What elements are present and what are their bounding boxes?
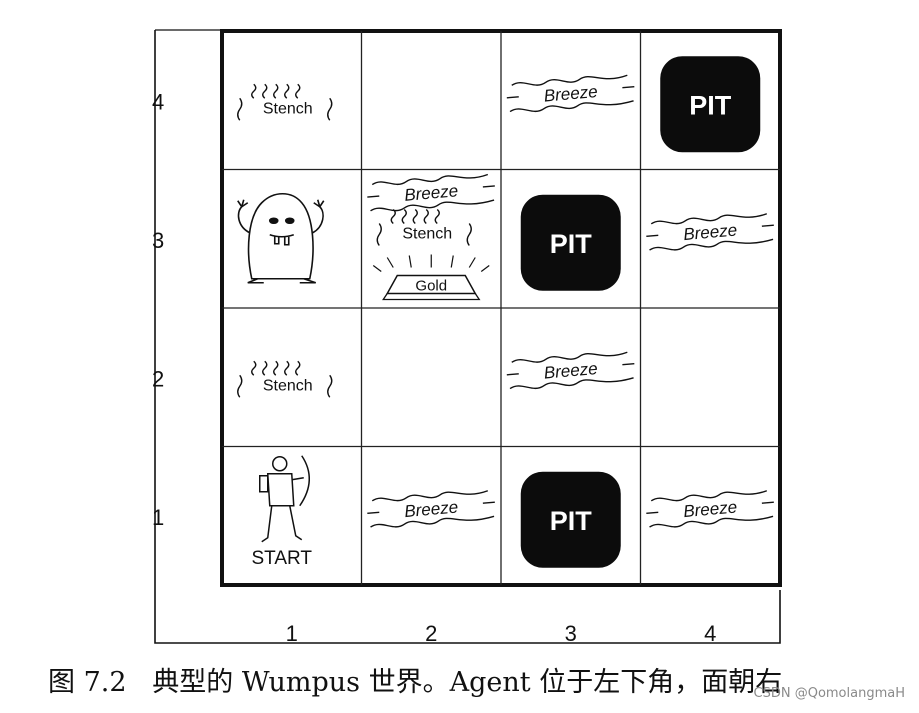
stench-label: Stench bbox=[263, 377, 313, 394]
wumpus-right-arm bbox=[313, 200, 324, 233]
stench-wave bbox=[413, 210, 417, 224]
gold-shine bbox=[469, 258, 475, 268]
stench-wave bbox=[435, 210, 439, 224]
cell-3-2: Breeze bbox=[506, 350, 636, 391]
row-label: 3 bbox=[152, 228, 164, 253]
breeze-percept: Breeze bbox=[366, 488, 496, 529]
stench-percept: Stench bbox=[238, 361, 332, 397]
stench-wave bbox=[424, 210, 428, 224]
wumpus-eye bbox=[286, 218, 294, 223]
column-label: 4 bbox=[704, 621, 716, 646]
cell-1-4: Stench bbox=[238, 84, 332, 120]
stench-wave bbox=[285, 361, 289, 375]
gold-label: Gold bbox=[415, 278, 447, 295]
stench-wave bbox=[377, 224, 381, 246]
start-label: START bbox=[251, 548, 312, 569]
pit-icon: PIT bbox=[521, 195, 621, 291]
gold-shine bbox=[481, 266, 489, 272]
cell-3-1: PIT bbox=[521, 472, 621, 568]
agent-bow bbox=[300, 456, 310, 506]
row-label: 1 bbox=[152, 505, 164, 530]
breeze-label: Breeze bbox=[404, 497, 459, 521]
gold-shine bbox=[409, 256, 411, 268]
stench-wave bbox=[296, 84, 300, 98]
column-label: 1 bbox=[286, 621, 298, 646]
wumpus-icon bbox=[238, 194, 324, 283]
cell-4-1: Breeze bbox=[645, 488, 775, 529]
gold-icon: Gold bbox=[373, 255, 489, 300]
stench-wave bbox=[328, 98, 332, 120]
cell-2-1: Breeze bbox=[366, 488, 496, 529]
breeze-percept: Breeze bbox=[645, 211, 775, 252]
pit-icon: PIT bbox=[521, 472, 621, 568]
stench-wave bbox=[263, 84, 267, 98]
cell-4-4: PIT bbox=[660, 56, 760, 152]
stench-wave bbox=[402, 210, 406, 224]
wumpus-eye bbox=[270, 218, 278, 223]
stench-wave bbox=[391, 210, 395, 224]
row-labels: 4 3 2 1 bbox=[152, 89, 164, 530]
row-label: 2 bbox=[152, 366, 164, 391]
caption-text: 典型的 Wumpus 世界。Agent 位于左下角，面朝右 bbox=[152, 667, 782, 698]
stench-wave bbox=[467, 224, 471, 246]
gold-shine bbox=[387, 258, 393, 268]
pit-icon: PIT bbox=[660, 56, 760, 152]
agent-legs bbox=[262, 506, 302, 542]
stench-wave bbox=[238, 98, 242, 120]
breeze-label: Breeze bbox=[683, 497, 738, 521]
stench-wave bbox=[263, 361, 267, 375]
gold-shine bbox=[373, 266, 381, 272]
stench-wave bbox=[274, 84, 278, 98]
gold-shine bbox=[451, 256, 453, 268]
cell-1-3 bbox=[238, 194, 324, 283]
stench-label: Stench bbox=[402, 226, 452, 243]
cell-3-4: Breeze bbox=[506, 73, 636, 114]
pit-label: PIT bbox=[689, 90, 732, 120]
stench-percept: Stench bbox=[238, 84, 332, 120]
stench-wave bbox=[252, 361, 256, 375]
column-label: 2 bbox=[425, 621, 437, 646]
agent-head bbox=[273, 457, 287, 471]
stench-wave bbox=[252, 84, 256, 98]
figure-number: 图 7.2 bbox=[48, 667, 127, 698]
stench-label: Stench bbox=[263, 100, 313, 117]
breeze-label: Breeze bbox=[543, 359, 598, 383]
agent-torso bbox=[268, 474, 294, 506]
watermark: CSDN @QomolangmaH bbox=[754, 686, 905, 701]
row-label: 4 bbox=[152, 89, 164, 114]
agent-icon bbox=[260, 456, 310, 542]
breeze-label: Breeze bbox=[404, 181, 459, 205]
cell-1-1: START bbox=[251, 456, 312, 569]
stench-wave bbox=[328, 375, 332, 397]
stench-wave bbox=[296, 361, 300, 375]
breeze-percept: Breeze bbox=[506, 350, 636, 391]
breeze-label: Breeze bbox=[543, 82, 598, 106]
stench-wave bbox=[238, 375, 242, 397]
breeze-percept: Breeze bbox=[506, 73, 636, 114]
stench-wave bbox=[285, 84, 289, 98]
wumpus-left-arm bbox=[238, 200, 250, 233]
cell-4-3: Breeze bbox=[645, 211, 775, 252]
cell-3-3: PIT bbox=[521, 195, 621, 291]
agent-quiver bbox=[260, 476, 268, 492]
breeze-percept: Breeze bbox=[366, 172, 496, 213]
agent-arm bbox=[292, 478, 304, 480]
stench-percept: Stench bbox=[377, 210, 471, 246]
pit-label: PIT bbox=[550, 506, 593, 536]
breeze-label: Breeze bbox=[683, 220, 738, 244]
stench-wave bbox=[274, 361, 278, 375]
pit-label: PIT bbox=[550, 229, 593, 259]
breeze-percept: Breeze bbox=[645, 488, 775, 529]
column-label: 3 bbox=[565, 621, 577, 646]
wumpus-world-diagram: 4321 1234 StenchBreezePITBreezeStenchGol… bbox=[0, 0, 919, 660]
cell-1-2: Stench bbox=[238, 361, 332, 397]
